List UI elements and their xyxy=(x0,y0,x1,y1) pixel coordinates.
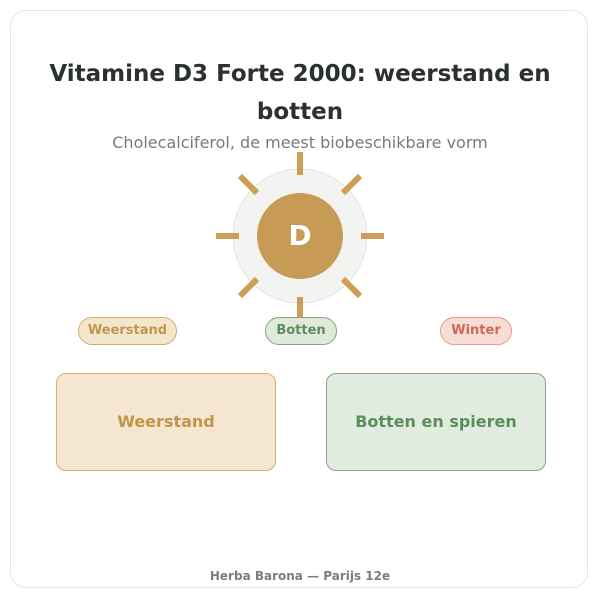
sun-icon xyxy=(216,152,384,320)
tag-weerstand: Weerstand xyxy=(78,317,177,345)
tag-botten: Botten xyxy=(265,317,337,345)
sun-letter: D xyxy=(288,219,312,252)
tag-winter: Winter xyxy=(440,317,512,345)
sun-core xyxy=(257,193,343,279)
benefit-botten-spieren: Botten en spieren xyxy=(326,373,546,471)
footer-store: Herba Barona — Parijs 12e xyxy=(209,569,391,583)
benefit-weerstand: Weerstand xyxy=(56,373,276,471)
sun-rays xyxy=(216,152,384,320)
page-subtitle: Cholecalciferol, de meest biobeschikbare… xyxy=(112,133,488,152)
product-card: Vitamine D3 Forte 2000: weerstand en bot… xyxy=(10,10,588,588)
page-title: Vitamine D3 Forte 2000: weerstand en bot… xyxy=(49,61,551,125)
